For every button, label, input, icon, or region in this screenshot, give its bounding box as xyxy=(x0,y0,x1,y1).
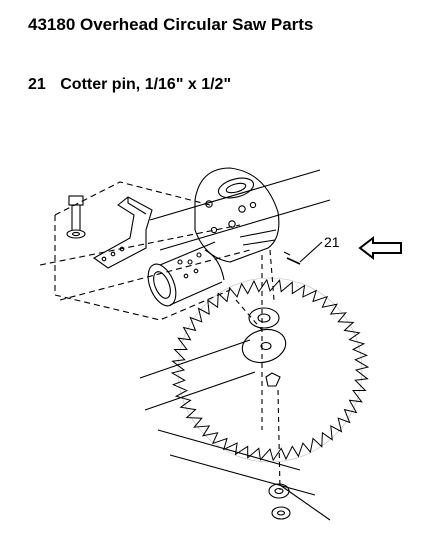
motor-tube-icon xyxy=(147,241,225,307)
cotter-pin-icon xyxy=(283,251,301,265)
left-arrow-icon xyxy=(358,235,402,261)
callout-leader-line xyxy=(299,241,323,263)
saw-blade-icon xyxy=(170,277,370,463)
part-number: 21 xyxy=(28,76,46,93)
mounting-plane-outline xyxy=(39,181,251,321)
motor-housing-icon xyxy=(194,167,280,263)
page-title: 43180 Overhead Circular Saw Parts xyxy=(28,15,314,34)
arbor-washer-icon xyxy=(241,307,287,387)
part-description: Cotter pin, 1/16" x 1/2" xyxy=(60,76,232,93)
bolt-icon xyxy=(66,195,86,239)
arbor-shaft-lines xyxy=(139,169,331,521)
part-description-line: 21 Cotter pin, 1/16" x 1/2" xyxy=(28,76,231,94)
callout-number: 21 xyxy=(324,234,340,250)
bracket-icon xyxy=(92,196,153,269)
alignment-lines xyxy=(235,249,281,491)
lower-nut-icon xyxy=(268,483,291,520)
